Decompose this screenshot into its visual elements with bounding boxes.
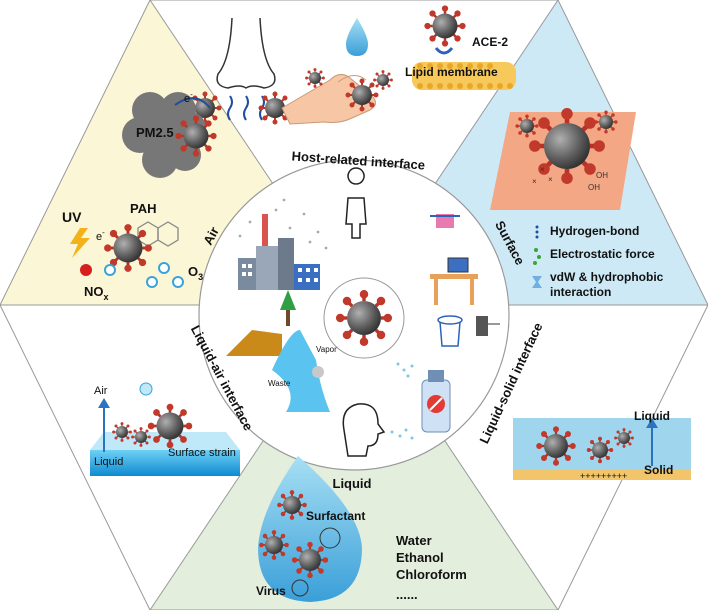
vapor-label: Vapor: [316, 345, 337, 354]
liquid-label-la: Liquid: [94, 456, 123, 468]
solvent-ellipsis: ......: [396, 587, 418, 602]
legend-vdw: vdW & hydrophobic: [550, 270, 664, 284]
solid-layer: [513, 470, 691, 480]
ozone-molecule: [104, 262, 184, 288]
nox-molecule: [80, 264, 92, 276]
virus-label: Virus: [256, 584, 286, 598]
nox-label: NOx: [84, 284, 109, 302]
pm25-label: PM2.5: [136, 125, 174, 140]
person-icon: [345, 167, 367, 239]
electron-label-uv: e-: [96, 228, 105, 243]
uv-label: UV: [62, 209, 82, 225]
label-liquid: Liquid: [333, 476, 372, 491]
liquid-top-label: Liquid: [634, 409, 670, 423]
surfactant-label: Surfactant: [306, 509, 365, 523]
electron-label-pm: e-: [184, 90, 193, 105]
lipid-membrane-label: Lipid membrane: [405, 65, 498, 79]
waste-label: Waste: [268, 379, 291, 388]
solid-bottom-label: Solid: [644, 463, 673, 477]
svg-text:×: ×: [532, 177, 537, 186]
towel-icon: [430, 214, 460, 228]
solvent-ethanol: Ethanol: [396, 550, 444, 565]
nose-illustration: [216, 17, 276, 121]
svg-text:OH: OH: [588, 183, 600, 192]
city-illustration: [238, 198, 328, 290]
svg-text:×: ×: [548, 175, 553, 184]
liquid-drop: [258, 456, 362, 602]
electron-arrow: [174, 97, 211, 109]
legend-interaction: interaction: [550, 285, 611, 299]
svg-text:OH: OH: [596, 171, 608, 180]
water-slab-top: [90, 432, 240, 450]
wastewater-illustration: [226, 290, 330, 412]
lightning-icon: [70, 228, 90, 258]
aerosol-bubble: [139, 382, 153, 396]
legend-hydrogen-bond: Hydrogen-bond: [550, 224, 639, 238]
air-label-la: Air: [94, 385, 108, 397]
droplet-icon: [346, 18, 368, 56]
legend-electrostatic-force: Electrostatic force: [550, 247, 655, 261]
solvent-chloroform: Chloroform: [396, 567, 467, 582]
lipid-membrane-illustration: [412, 62, 516, 90]
desk-laptop-icon: [430, 257, 478, 305]
o3-label: O3: [188, 264, 203, 282]
label-air: Air: [200, 224, 222, 247]
solvent-water: Water: [396, 533, 432, 548]
surface-strain-label: Surface strain: [168, 447, 236, 459]
disinfectant-spray-icon: [396, 362, 451, 433]
surface-legend: Hydrogen-bond Electrostatic force vdW & …: [532, 224, 664, 299]
ace2-receptor-icon: [434, 47, 454, 55]
ace2-label: ACE-2: [472, 35, 508, 49]
head-breathing-icon: [342, 403, 414, 457]
toilet-door-icon: [437, 315, 500, 347]
solid-charges: +++++++++: [580, 471, 627, 481]
water-slab: [90, 450, 240, 476]
pah-label: PAH: [130, 201, 156, 216]
surfactant-micelle: [291, 527, 341, 597]
svg-text:×: ×: [540, 165, 545, 174]
solvent-list: Water Ethanol Chloroform ......: [396, 533, 467, 602]
